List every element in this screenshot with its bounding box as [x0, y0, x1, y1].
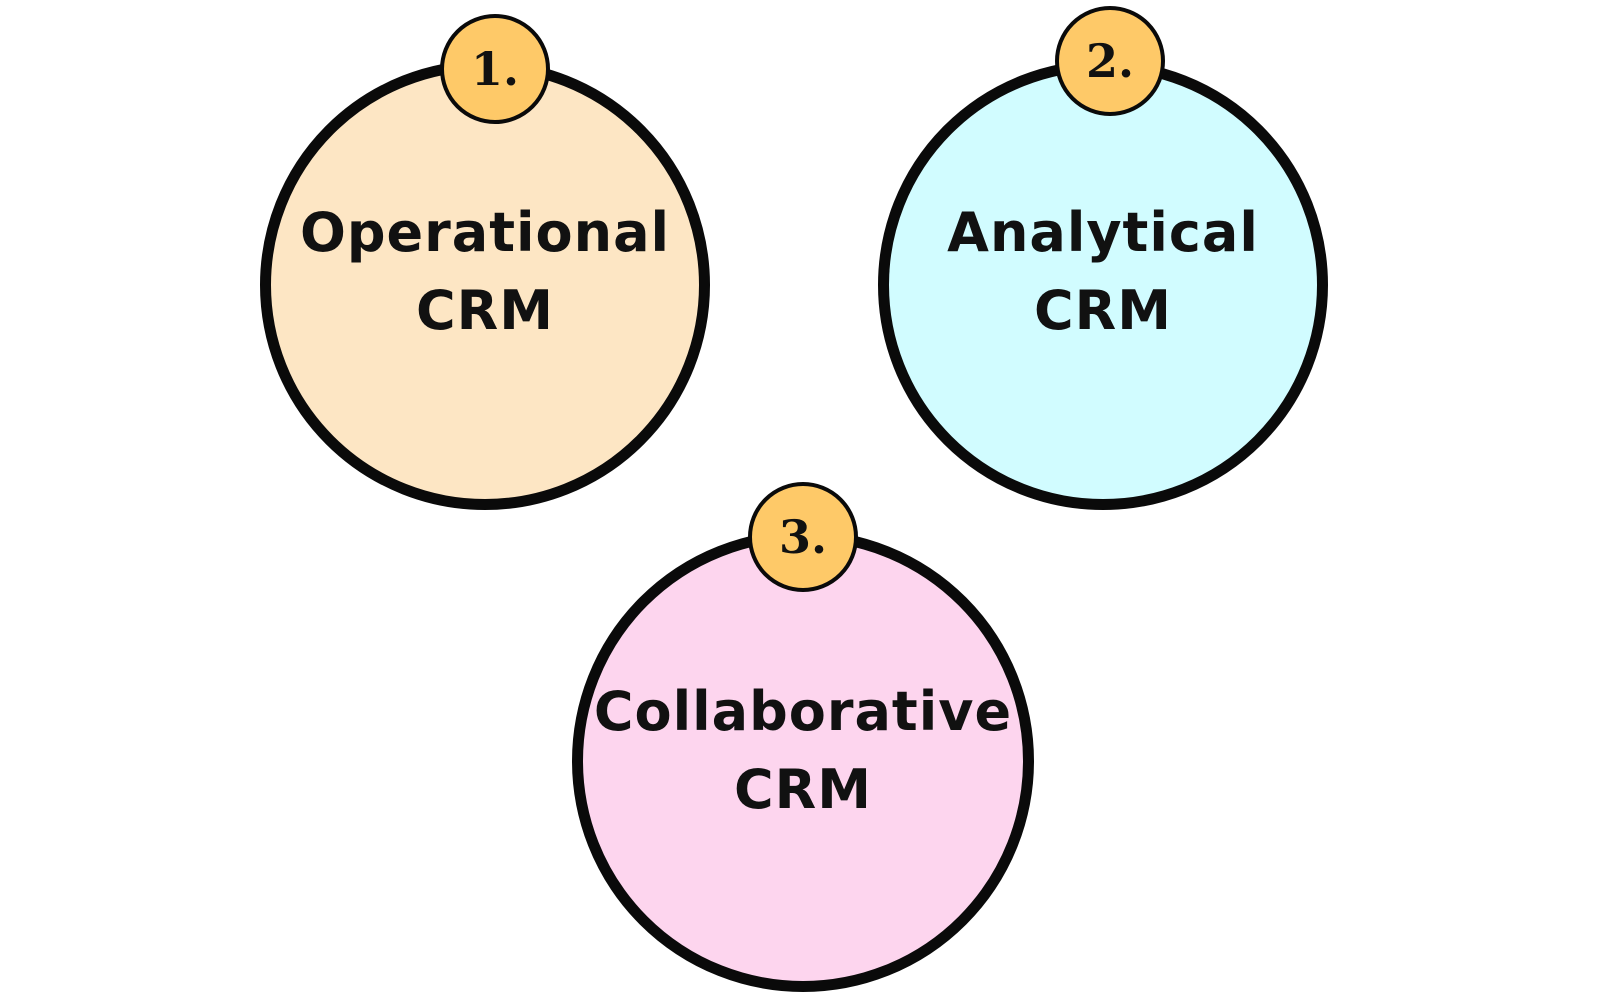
collaborative-crm-circle: Collaborative CRM — [572, 530, 1034, 992]
collaborative-crm-line2: CRM — [734, 758, 872, 821]
operational-crm-label: Operational CRM — [300, 194, 670, 350]
analytical-crm-line2: CRM — [1034, 279, 1172, 342]
operational-crm-circle: Operational CRM — [260, 60, 710, 510]
operational-crm-line1: Operational — [299, 201, 671, 264]
collaborative-crm-line1: Collaborative — [593, 680, 1013, 743]
number-badge-3: 3. — [748, 482, 858, 592]
operational-crm-line2: CRM — [416, 279, 554, 342]
number-badge-2: 2. — [1055, 6, 1165, 116]
collaborative-crm-label: Collaborative CRM — [594, 673, 1012, 829]
analytical-crm-label: Analytical CRM — [947, 194, 1259, 350]
number-badge-1: 1. — [440, 14, 550, 124]
analytical-crm-circle: Analytical CRM — [878, 60, 1328, 510]
analytical-crm-line1: Analytical — [947, 201, 1259, 264]
